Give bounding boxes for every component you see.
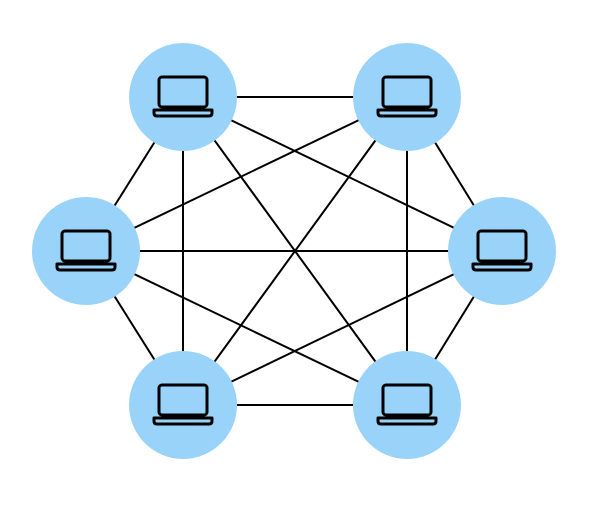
laptop-base [55,262,117,272]
node-top-right [353,43,461,151]
node-bottom-left [129,351,237,459]
laptop-icon [55,229,117,272]
node-circle [353,351,461,459]
link-top-right-to-left [85,96,408,252]
node-right [448,197,556,305]
link-right-to-bottom-left [182,250,503,406]
laptop-icon [376,75,438,118]
laptop-base [471,262,533,272]
laptop-icon [152,75,214,118]
laptop-screen [476,229,528,263]
laptop-screen [60,229,112,263]
laptop-icon [152,383,214,426]
node-circle [129,351,237,459]
laptop-screen [157,383,209,417]
laptop-base [376,108,438,118]
link-top-left-to-right [182,96,503,252]
node-top-left [129,43,237,151]
laptop-screen [381,75,433,109]
node-left [32,197,140,305]
laptop-icon [471,229,533,272]
laptop-icon [376,383,438,426]
node-circle [353,43,461,151]
node-circle [448,197,556,305]
laptop-screen [381,383,433,417]
laptop-base [152,108,214,118]
laptop-base [152,416,214,426]
laptop-screen [157,75,209,109]
node-circle [32,197,140,305]
link-bottom-right-to-left [85,250,408,406]
network-nodes [32,43,556,459]
node-bottom-right [353,351,461,459]
network-links [85,96,503,406]
laptop-base [376,416,438,426]
node-circle [129,43,237,151]
